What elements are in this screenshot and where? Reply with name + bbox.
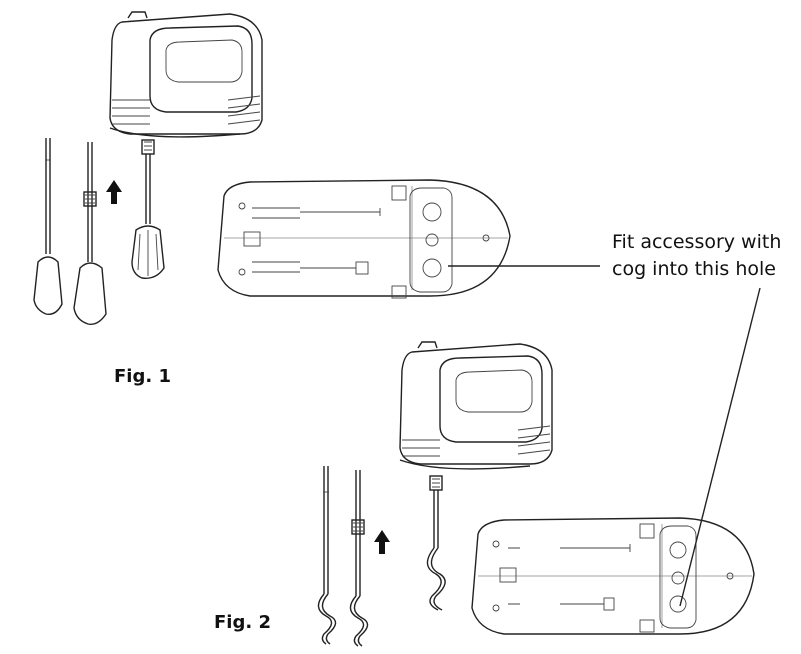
fig2-hook-cog xyxy=(349,470,369,647)
callout-line-1: Fit accessory with xyxy=(612,231,782,253)
callout-leader-line-2 xyxy=(679,287,761,607)
fig2-underside-view xyxy=(471,517,755,635)
fig1-beater-cog xyxy=(73,142,107,325)
up-arrow-icon xyxy=(374,530,390,554)
callout-line-2: cog into this hole xyxy=(612,258,776,280)
fig1-underside-view xyxy=(217,179,511,299)
figure-label-2: Fig. 2 xyxy=(214,612,271,633)
callout-text: Fit accessory with cog into this hole xyxy=(612,229,781,283)
fig2-mixer-body xyxy=(399,341,553,470)
fig1-attached-beater xyxy=(131,139,165,279)
fig1-mixer-body xyxy=(109,11,263,138)
up-arrow-icon xyxy=(106,180,122,204)
figure-label-1: Fig. 1 xyxy=(114,366,171,387)
fig2-hook-left xyxy=(317,466,337,645)
fig1-beater-left xyxy=(33,138,63,315)
fig2-attached-hook xyxy=(426,475,446,611)
